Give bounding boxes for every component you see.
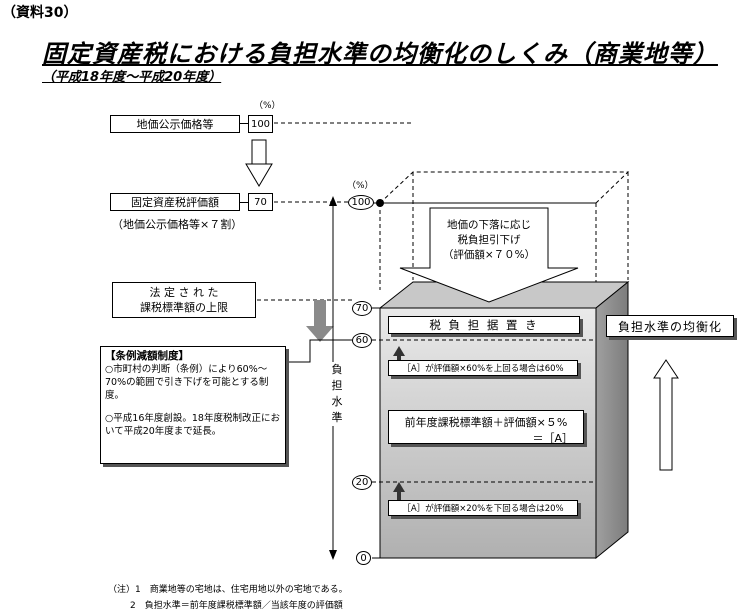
page-title: 固定資産税における負担水準の均衡化のしくみ（商業地等） xyxy=(42,40,718,68)
tax-reduction-arrow-icon xyxy=(399,207,579,303)
up-arrow-icon xyxy=(393,346,405,366)
percent-unit-axis: （%） xyxy=(347,181,374,191)
assessment-value: 70 xyxy=(248,193,273,211)
note-1: （注）1 商業地等の宅地は、住宅用地以外の宅地である。 xyxy=(108,585,348,595)
land-price-connector xyxy=(240,123,248,124)
lower-limit-rule: ［A］が評価額×20%を下回る場合は20% xyxy=(388,500,578,516)
reduction-line-1: ○市町村の判断（条例）により60%～70%の範囲で引き下げを可能とする制度。 xyxy=(105,364,269,401)
reduction-system-box: 【条例減額制度】 ○市町村の判断（条例）により60%～70%の範囲で引き下げを可… xyxy=(100,346,286,464)
equalization-label: 負担水準の均衡化 xyxy=(606,315,734,337)
land-price-value: 100 xyxy=(248,115,273,133)
burden-level-axis-label: 負担水準 xyxy=(331,362,343,426)
tick-60: 60 xyxy=(352,333,372,348)
land-price-label: 地価公示価格等 xyxy=(110,115,240,133)
legal-cap-label: 法 定 さ れ た 課税標準額の上限 xyxy=(112,282,256,318)
tick-20: 20 xyxy=(352,475,372,490)
material-number: （資料30） xyxy=(2,5,78,21)
reduction-line-2: ○平成16年度創設。18年度税制改正において平成20年度まで延長。 xyxy=(105,413,280,437)
up-arrow-icon-lower xyxy=(393,482,405,500)
equalization-up-arrow-icon xyxy=(653,359,679,471)
formula-line-1: 前年度課税標準額＋評価額×５% xyxy=(404,416,568,429)
down-arrow-icon xyxy=(245,139,273,187)
assessment-label: 固定資産税評価額 xyxy=(110,193,240,211)
formula-box: 前年度課税標準額＋評価額×５% ＝［A］ xyxy=(388,410,584,445)
upper-limit-rule: ［A］が評価額×60%を上回る場合は60% xyxy=(388,360,578,376)
assessment-connector xyxy=(240,202,248,203)
note-2: 2 負担水準＝前年度課税標準額／当該年度の評価額 xyxy=(130,601,343,611)
tax-hold-band: 税 負 担 据 置 き xyxy=(388,316,580,334)
assessment-note: （地価公示価格等×７割） xyxy=(112,218,243,231)
page-subtitle: （平成18年度～平成20年度） xyxy=(42,70,222,85)
grey-down-arrow-icon xyxy=(306,300,334,342)
formula-line-2: ＝［A］ xyxy=(532,432,573,445)
reduction-heading: 【条例減額制度】 xyxy=(105,350,189,362)
percent-unit-left: （%） xyxy=(254,101,281,111)
tick-100: 100 xyxy=(348,195,374,210)
tick-70: 70 xyxy=(352,301,372,316)
tax-reduction-text: 地価の下落に応じ 税負担引下げ （評価額×７０%） xyxy=(442,219,536,261)
tick-0: 0 xyxy=(356,551,371,565)
